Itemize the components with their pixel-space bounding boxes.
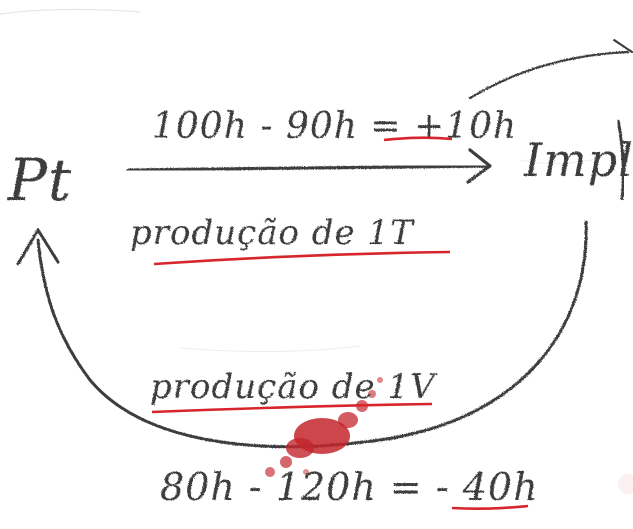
result-underline-top <box>383 136 453 142</box>
top-caption: produção de 1T <box>130 213 415 253</box>
caption-underline-bottom <box>151 402 433 414</box>
bottom-caption: produção de 1V <box>150 367 438 407</box>
caption-underline-top <box>153 250 451 266</box>
top-calculation-label: 100h - 90h = +10h <box>152 106 517 147</box>
return-arrow <box>16 220 588 449</box>
outgoing-arrow <box>468 38 633 100</box>
ink-stain <box>265 377 383 477</box>
node-pt: Pt <box>7 146 72 214</box>
result-underline-bottom <box>451 504 529 510</box>
paper-marks <box>0 8 633 494</box>
node-impl: Impl <box>523 133 633 187</box>
top-arrow <box>126 148 493 184</box>
right-edge-mark <box>616 119 625 201</box>
bottom-calculation-label: 80h - 120h = - 40h <box>160 465 539 509</box>
